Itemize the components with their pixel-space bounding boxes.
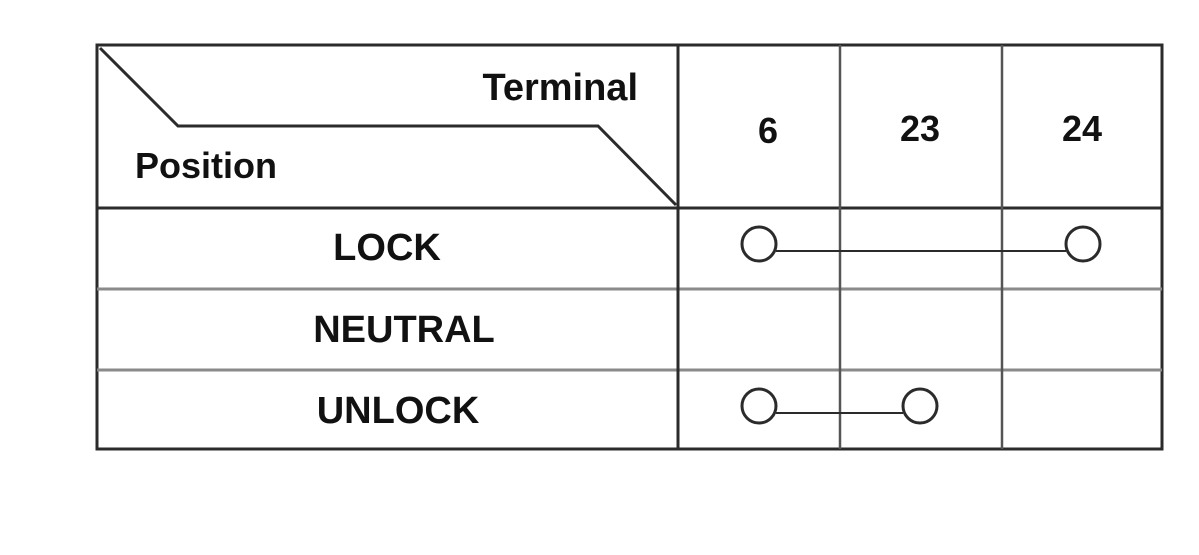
corner-diagonal-divider <box>98 46 678 207</box>
continuity-point-unlock-terminal-6 <box>740 387 778 425</box>
position-label-unlock: UNLOCK <box>317 390 480 432</box>
terminal-label-6: 6 <box>758 110 778 151</box>
continuity-point-unlock-terminal-23 <box>901 387 939 425</box>
continuity-point-lock-terminal-6 <box>740 225 778 263</box>
position-label-neutral: NEUTRAL <box>313 309 495 351</box>
table-grid <box>95 43 1164 451</box>
continuity-connections <box>740 225 1102 425</box>
table-border <box>95 43 1164 451</box>
terminal-header-label: Terminal <box>482 67 638 109</box>
continuity-point-lock-terminal-24 <box>1064 225 1102 263</box>
terminal-label-24: 24 <box>1062 108 1102 149</box>
position-label-lock: LOCK <box>333 227 441 269</box>
position-header-label: Position <box>135 145 277 186</box>
terminal-label-23: 23 <box>900 108 940 149</box>
